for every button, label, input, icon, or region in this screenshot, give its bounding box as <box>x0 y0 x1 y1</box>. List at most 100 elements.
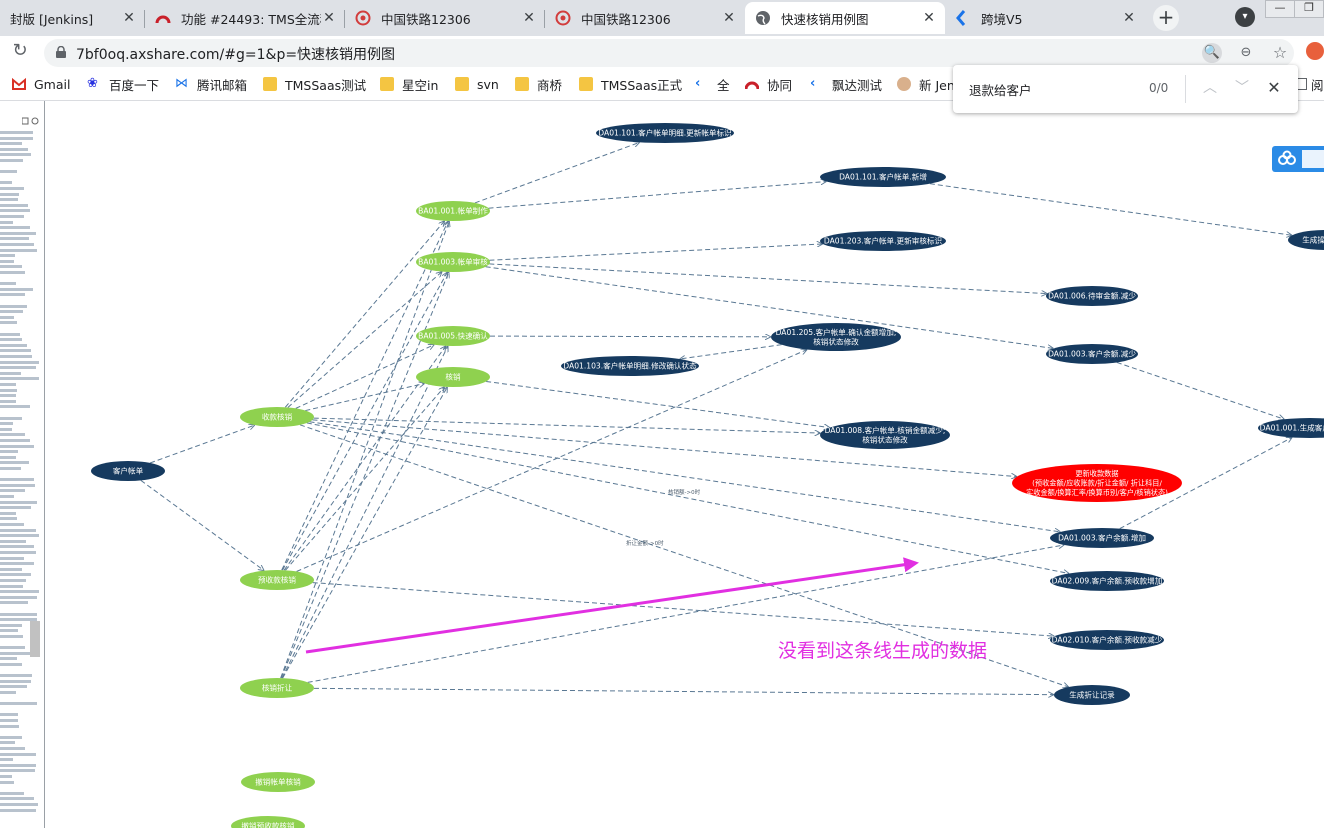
sitemap-item[interactable] <box>0 349 31 352</box>
bookmark-star-icon[interactable]: ☆ <box>1270 43 1290 63</box>
sitemap-item[interactable] <box>0 545 34 548</box>
sitemap-item[interactable] <box>0 288 33 291</box>
node-da2009[interactable]: DA02.009.客户余额.预收款增加 <box>1050 571 1164 591</box>
close-icon[interactable]: ✕ <box>121 10 137 26</box>
node-chexiao2[interactable]: 撤销预收款核销 <box>231 816 305 828</box>
sitemap-item[interactable] <box>0 159 23 162</box>
sitemap-item[interactable] <box>0 540 26 543</box>
node-da001[interactable]: DA01.001.生成客户往来明细 <box>1258 418 1324 438</box>
node-chexiao1[interactable]: 撤销帐单核销 <box>241 772 315 792</box>
sitemap-item[interactable] <box>0 321 17 324</box>
sitemap-item[interactable] <box>0 809 36 812</box>
sitemap-item[interactable] <box>0 428 12 431</box>
sitemap-item[interactable] <box>0 310 23 313</box>
sitemap-item[interactable] <box>0 613 37 616</box>
close-icon[interactable]: ✕ <box>721 10 737 26</box>
sitemap-item[interactable] <box>0 305 27 308</box>
sitemap-item[interactable] <box>0 562 34 565</box>
sitemap-item[interactable] <box>0 534 39 537</box>
sitemap-item[interactable] <box>0 601 28 604</box>
tab-kuaisu-hexiao[interactable]: 快速核销用例图 ✕ <box>745 2 945 34</box>
sitemap-item[interactable] <box>0 506 31 509</box>
sitemap-item[interactable] <box>0 753 36 756</box>
sitemap-item[interactable] <box>0 769 35 772</box>
node-yushou[interactable]: 预收款核销 <box>240 570 314 590</box>
node-da103[interactable]: DA01.103.客户帐单明细.修改确认状态 <box>561 356 699 376</box>
sitemap-item[interactable] <box>0 529 36 532</box>
find-input[interactable]: 退款给客户 <box>969 80 1032 99</box>
node-da003[interactable]: DA01.003.客户余额.减少 <box>1046 344 1138 364</box>
sitemap-item[interactable] <box>0 629 18 632</box>
sitemap-item[interactable] <box>0 736 22 739</box>
node-kehu[interactable]: 客户帐单 <box>91 461 165 481</box>
sitemap-item[interactable] <box>0 422 13 425</box>
sitemap-item[interactable] <box>0 181 12 184</box>
sitemap-item[interactable] <box>0 557 24 560</box>
sitemap-item[interactable] <box>0 142 22 145</box>
sitemap-item[interactable] <box>0 573 31 576</box>
sitemap-item[interactable] <box>0 691 16 694</box>
node-da205[interactable]: DA01.205.客户帐单.确认金额增加;核销状态修改 <box>771 323 901 351</box>
node-zhejia[interactable]: 核销折让 <box>240 678 314 698</box>
sitemap-item[interactable] <box>0 394 16 397</box>
sitemap-item[interactable] <box>0 417 22 420</box>
sitemap-item[interactable] <box>0 293 25 296</box>
tab-12306-b[interactable]: 中国铁路12306 ✕ <box>545 2 745 34</box>
sitemap-item[interactable] <box>0 316 14 319</box>
sitemap-item[interactable] <box>0 249 37 252</box>
find-previous-icon[interactable]: ︿ <box>1199 77 1221 99</box>
sitemap-item[interactable] <box>0 646 25 649</box>
node-da2010[interactable]: DA02.010.客户余额.预收款减少 <box>1050 630 1164 650</box>
node-da003b[interactable]: DA01.003.客户余额.增加 <box>1050 528 1154 548</box>
axure-sitemap-panel[interactable] <box>0 101 45 828</box>
sitemap-item[interactable] <box>0 803 38 806</box>
sitemap-item[interactable] <box>0 764 36 767</box>
sitemap-item[interactable] <box>0 377 39 380</box>
sitemap-item[interactable] <box>0 405 30 408</box>
node-da008[interactable]: DA01.008.客户帐单.核销金额减少;核销状态修改 <box>820 421 950 449</box>
sitemap-item[interactable] <box>0 551 36 554</box>
sitemap-item[interactable] <box>0 741 15 744</box>
sitemap-item[interactable] <box>0 372 21 375</box>
sitemap-item[interactable] <box>0 338 22 341</box>
sitemap-item[interactable] <box>0 383 16 386</box>
sitemap-item[interactable] <box>0 153 31 156</box>
node-da203[interactable]: DA01.203.客户帐单.更新审核标识 <box>820 231 946 251</box>
sitemap-item[interactable] <box>0 389 17 392</box>
sitemap-item[interactable] <box>0 445 34 448</box>
node-zhejia_jl[interactable]: 生成折让记录 <box>1054 685 1130 705</box>
sitemap-item[interactable] <box>0 170 17 173</box>
sitemap-item[interactable] <box>0 137 33 140</box>
scrollbar-thumb[interactable] <box>30 621 40 657</box>
sitemap-item[interactable] <box>0 624 22 627</box>
sitemap-item[interactable] <box>0 366 36 369</box>
address-bar[interactable]: 7bf0oq.axshare.com/#g=1&p=快速核销用例图 🔍 ⊖ ☆ <box>44 39 1294 67</box>
sitemap-item[interactable] <box>0 243 34 246</box>
sitemap-item[interactable] <box>0 209 30 212</box>
close-icon[interactable]: ✕ <box>921 10 937 26</box>
tab-kuajing[interactable]: 跨境V5 ✕ <box>945 2 1145 34</box>
sitemap-item[interactable] <box>0 663 22 666</box>
sitemap-item[interactable] <box>0 725 19 728</box>
sitemap-item[interactable] <box>0 596 37 599</box>
sitemap-item[interactable] <box>0 781 14 784</box>
reload-icon[interactable]: ↻ <box>10 41 30 61</box>
sitemap-item[interactable] <box>0 501 37 504</box>
sitemap-item[interactable] <box>0 204 28 207</box>
node-ba001[interactable]: BA01.001.帐单制作 <box>416 201 490 221</box>
baidu-cloud-icon[interactable] <box>1272 146 1324 172</box>
sitemap-item[interactable] <box>0 702 37 705</box>
sitemap-item[interactable] <box>0 792 24 795</box>
bookmark-baidu[interactable]: ❀ 百度一下 <box>87 75 159 93</box>
sitemap-item[interactable] <box>0 523 24 526</box>
tab-search-icon[interactable]: ▾ <box>1235 7 1255 27</box>
sitemap-item[interactable] <box>0 333 20 336</box>
bookmark-jenkins[interactable]: 新 Jen <box>897 75 955 93</box>
bookmark-shangqiao[interactable]: 商桥 <box>515 75 562 93</box>
bookmark-xingkong[interactable]: 星空in <box>380 75 438 93</box>
sitemap-item[interactable] <box>0 713 18 716</box>
sitemap-item[interactable] <box>0 590 39 593</box>
node-da101b[interactable]: DA01.101.客户帐单.新增 <box>820 167 946 187</box>
sitemap-item[interactable] <box>0 131 33 134</box>
tab-jenkins[interactable]: 封版 [Jenkins] ✕ <box>0 2 145 34</box>
